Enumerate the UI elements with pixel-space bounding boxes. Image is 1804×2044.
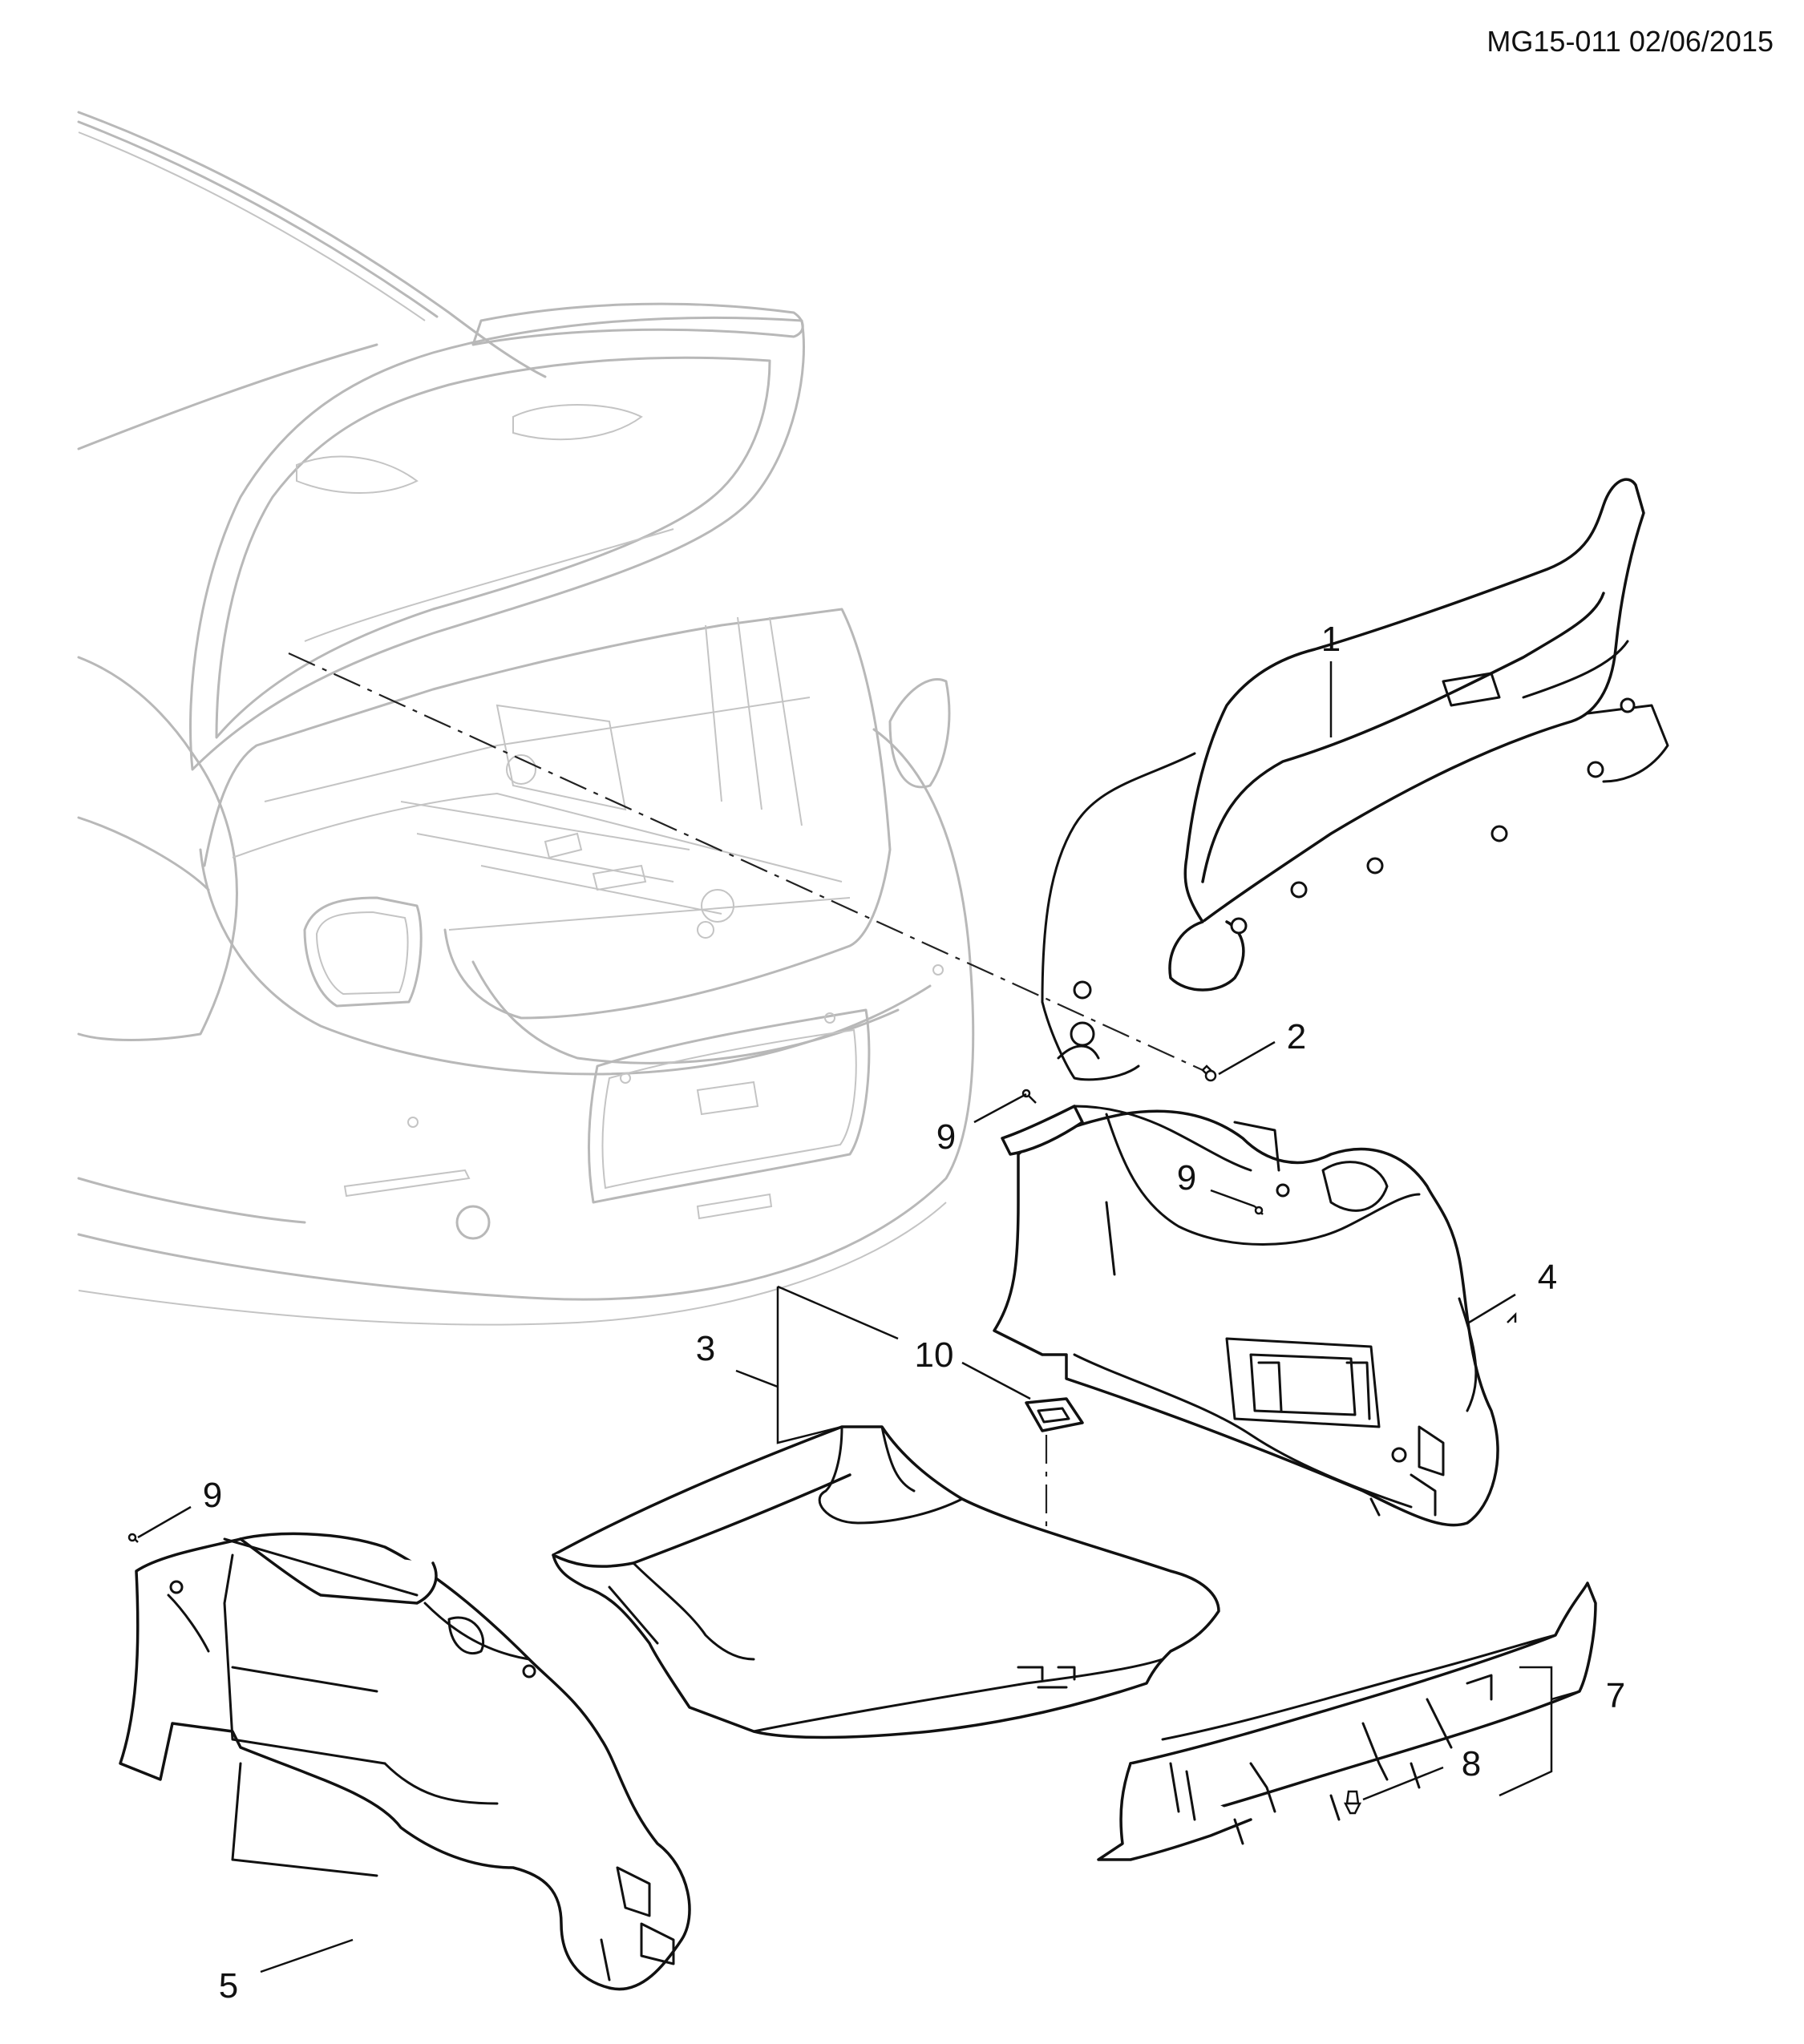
callout-5: 5 [219,1966,238,2006]
callout-9-upper: 9 [936,1117,956,1157]
diagram-code-date: MG15-011 02/06/2015 [1486,25,1774,58]
leader-3-to-10 [777,1285,899,1340]
callout-8: 8 [1462,1744,1481,1783]
vehicle-rear-illustration [77,111,975,1326]
leader-4-line [1468,1293,1516,1324]
part-4-compartment-trim-right [993,1105,1499,1527]
fastener-2-push-pin [1201,1064,1217,1082]
leader-8 [1362,1766,1444,1801]
leader-2 [1218,1040,1276,1076]
fastener-8-clip [1343,1790,1362,1815]
part-3-floor-panel [552,1425,1220,1739]
fastener-9-middle [1254,1206,1264,1215]
callout-9-left: 9 [203,1476,222,1515]
part-5-compartment-trim-left [119,1532,691,1991]
part-1-lid-inner-trim [1041,478,1669,1081]
callout-9-middle: 9 [1177,1158,1196,1198]
callout-3: 3 [696,1329,715,1368]
fastener-9-left [127,1533,139,1543]
callout-2: 2 [1287,1017,1306,1056]
leader-9-upper [973,1093,1027,1124]
leader-4 [1507,1311,1517,1323]
alignment-line-lid-to-panel [288,652,1203,1072]
part-7-compartment-sill-plate [1097,1581,1597,1861]
leader-9-middle [1210,1189,1256,1208]
leader-3-bracket [735,1287,843,1444]
fastener-9-upper [1021,1089,1037,1104]
callout-7: 7 [1606,1676,1625,1715]
callout-4: 4 [1538,1258,1557,1297]
callout-1: 1 [1321,620,1341,659]
callout-10: 10 [915,1335,954,1375]
part-10-floor-panel-cover [1025,1397,1084,1432]
leader-7-bracket [1499,1666,1580,1797]
leader-10 [961,1361,1031,1400]
leader-5 [260,1938,354,1973]
leader-9-left [137,1505,192,1539]
